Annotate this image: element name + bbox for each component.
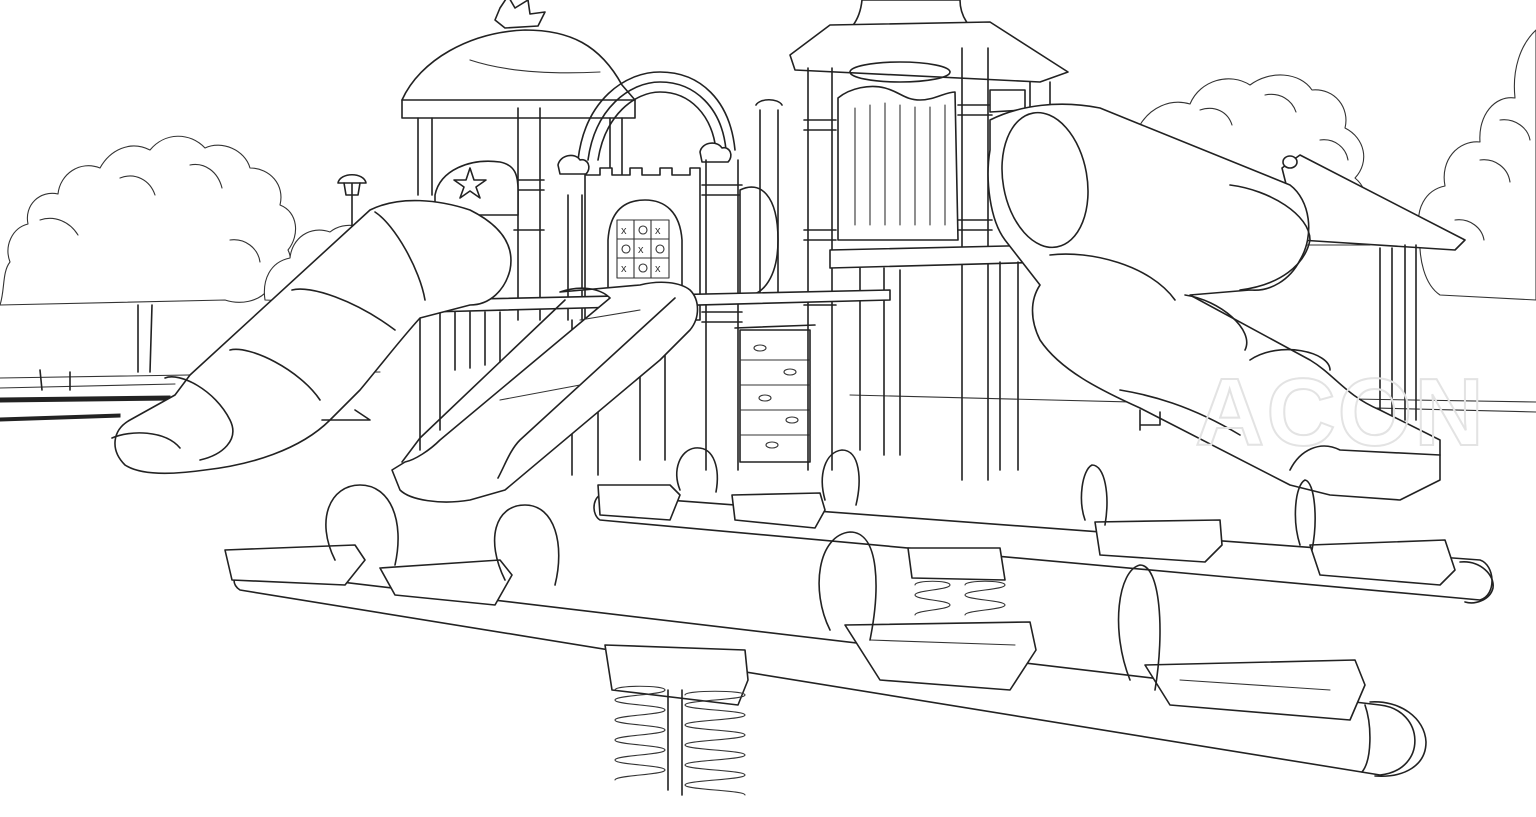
- castle-wall: x x x x x: [567, 159, 743, 471]
- seat-front-2: [379, 559, 513, 606]
- cloud-left-icon: [557, 154, 590, 175]
- svg-text:x: x: [655, 225, 661, 237]
- seat-front-3: [844, 621, 1037, 691]
- watermark-text: ACON: [1195, 359, 1486, 466]
- sun-topper-icon: [494, 0, 546, 29]
- svg-text:x: x: [621, 225, 627, 237]
- right-tower: [789, 0, 1069, 481]
- handle-back-3: [1080, 464, 1108, 526]
- climbing-wall: [734, 324, 816, 463]
- cloud-right-icon: [699, 142, 732, 163]
- tube-slide-left: [111, 199, 512, 475]
- seesaw-back: [593, 447, 1494, 616]
- svg-text:x: x: [638, 244, 644, 256]
- seat-front-4: [1144, 659, 1366, 721]
- porthole: [739, 98, 783, 301]
- handle-front-3: [818, 531, 877, 641]
- tube-slide-right: [987, 103, 1441, 501]
- svg-text:x: x: [621, 263, 627, 275]
- seat-back-1: [597, 484, 681, 521]
- handle-front-4: [1117, 564, 1161, 691]
- tree-far-right: [1418, 29, 1536, 301]
- svg-text:x: x: [655, 263, 661, 275]
- seat-back-3: [1094, 519, 1223, 563]
- seat-back-2: [731, 492, 826, 529]
- seesaw-front: [224, 484, 1427, 796]
- seat-front-1: [224, 544, 366, 586]
- rainbow-arch: [557, 71, 736, 175]
- handle-front-1: [325, 484, 399, 566]
- tic-tac-toe-panel: x x x x x: [616, 219, 670, 279]
- handle-back-4: [1294, 479, 1316, 551]
- watermark: ACON: [1194, 358, 1486, 467]
- handle-back-2: [821, 449, 860, 506]
- straight-slide: [391, 281, 699, 503]
- star-icon: [453, 167, 487, 199]
- handle-front-2: [493, 504, 560, 586]
- handle-back-1: [676, 447, 719, 493]
- seat-back-4: [1309, 539, 1456, 586]
- star-panel: [434, 160, 519, 216]
